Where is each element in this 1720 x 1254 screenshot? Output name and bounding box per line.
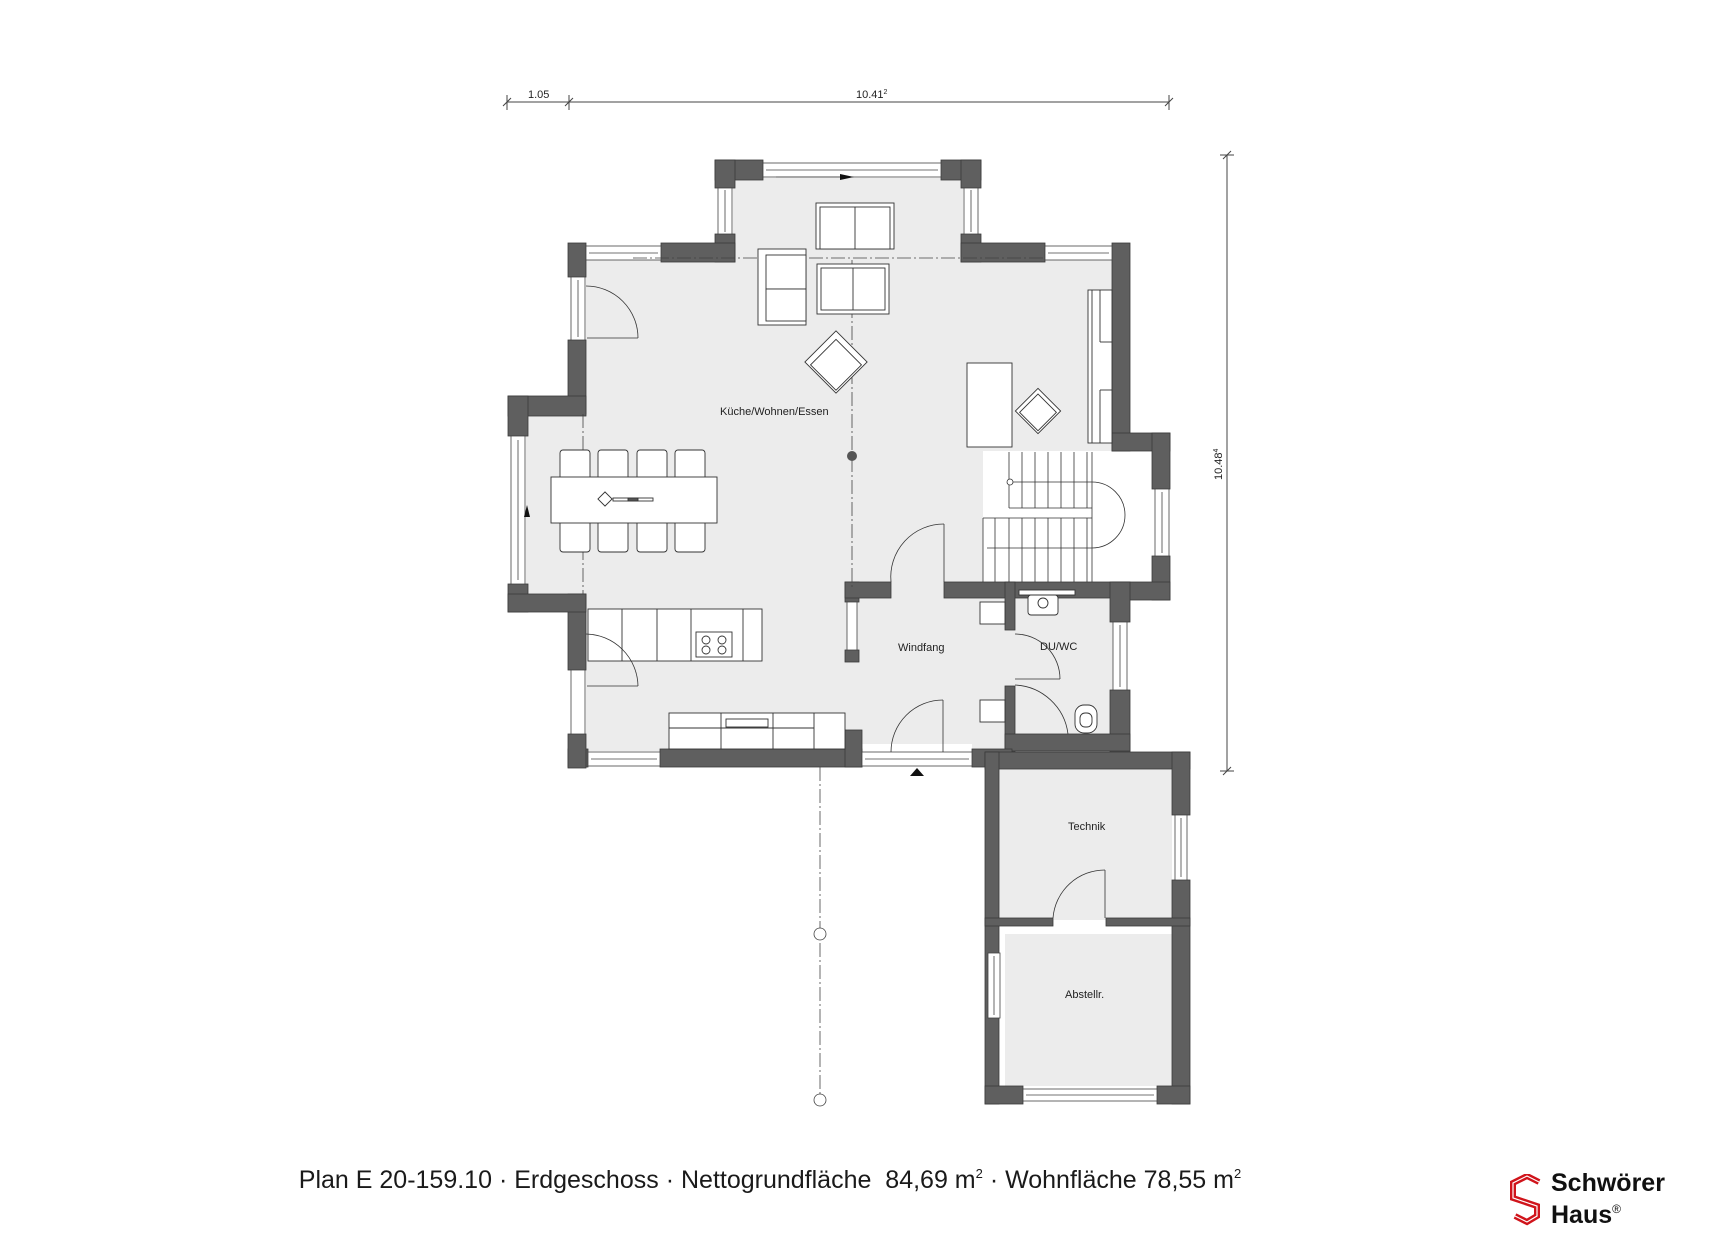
armchair-icon <box>804 330 868 394</box>
logo-line2: Haus <box>1551 1201 1613 1229</box>
living-area-label: Wohnfläche <box>1005 1166 1137 1194</box>
cabinet-icon <box>1087 289 1113 444</box>
dining-chair-icon <box>559 519 591 553</box>
dimension-right-vertical: 10.484 <box>1213 448 1225 480</box>
room-label-kitchen-living-dining: Küche/Wohnen/Essen <box>720 406 829 418</box>
room-label-windfang: Windfang <box>898 642 944 654</box>
furniture <box>550 202 1113 750</box>
armchair-icon <box>1014 387 1062 435</box>
windows <box>510 162 1188 1102</box>
net-area-value: 84,69 m <box>885 1166 976 1194</box>
wardrobe-icon <box>979 601 1006 625</box>
floor-name: Erdgeschoss <box>514 1166 659 1194</box>
toilet-icon <box>1074 704 1098 734</box>
axis-marker <box>813 1093 827 1107</box>
desk-icon <box>966 362 1013 448</box>
dimension-top-main: 10.412 <box>856 89 888 101</box>
living-area-value: 78,55 m <box>1143 1166 1234 1194</box>
table-centerpiece-icon <box>597 491 654 507</box>
staircase-area <box>983 451 1157 584</box>
brand-logo: Schwörer Haus® <box>1503 1170 1703 1228</box>
sofa-icon <box>816 263 890 315</box>
dining-chair-icon <box>597 519 629 553</box>
dimension-top-left: 1.05 <box>528 89 549 101</box>
sofa-icon <box>757 248 807 326</box>
logo-line1: Schwörer <box>1551 1169 1665 1197</box>
plan-caption: Plan E 20-159.10 · Erdgeschoss · Nettogr… <box>298 1166 1242 1194</box>
axis-marker <box>813 927 827 941</box>
sofa-icon <box>815 202 895 250</box>
washbasin-icon <box>1018 589 1076 616</box>
cooktop-icon <box>695 631 733 658</box>
dimension-lines <box>502 95 1234 776</box>
net-area-label: Nettogrundfläche <box>680 1166 872 1194</box>
sliding-door-arrow-icon <box>524 505 530 517</box>
walls <box>507 159 1191 1105</box>
door-swings <box>585 285 1106 919</box>
kitchen-island-icon <box>587 608 763 662</box>
room-label-technik: Technik <box>1068 821 1106 833</box>
room-label-abstellraum: Abstellr. <box>1065 989 1104 1001</box>
axis-marker <box>847 451 857 461</box>
wardrobe-icon <box>979 699 1006 723</box>
floor-plan-drawing: 1.05 10.412 10.484 <box>502 89 1234 1107</box>
sliding-door-arrow-icon <box>840 174 854 180</box>
schwoerer-s-logo-icon <box>1510 1174 1541 1226</box>
plan-id: Plan E 20-159.10 <box>298 1166 492 1194</box>
room-label-du-wc: DU/WC <box>1040 641 1077 653</box>
sink-icon <box>725 718 769 728</box>
entrance-marker-icon <box>910 768 924 776</box>
dining-chair-icon <box>636 519 668 553</box>
staircase-icon <box>982 452 1126 582</box>
kitchen-counter-icon <box>668 712 846 750</box>
dining-chair-icon <box>674 519 706 553</box>
